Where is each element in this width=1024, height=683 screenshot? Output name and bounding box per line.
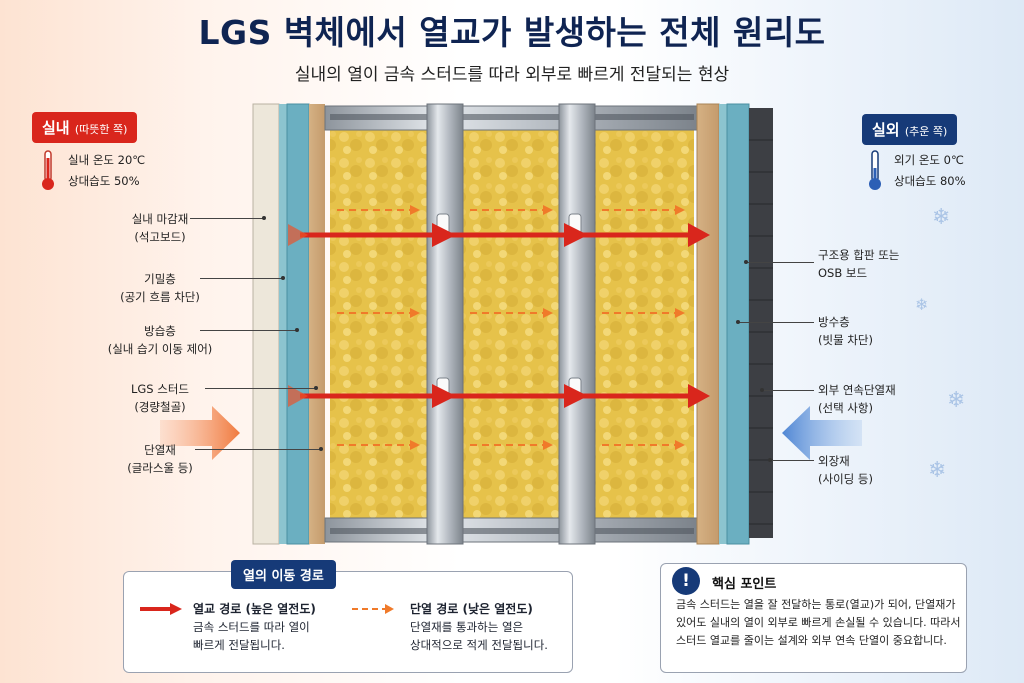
label-insulation: 단열재 (글라스울 등) xyxy=(60,441,260,477)
leader-line xyxy=(770,460,814,461)
insulation-path-legend-icon xyxy=(352,604,394,614)
label-osb-sheathing: 구조용 합판 또는 OSB 보드 xyxy=(818,246,928,282)
layer-label-text: 외장재 xyxy=(818,454,850,468)
layer-label-text: (빗물 차단) xyxy=(818,333,873,347)
label-lgs-stud: LGS 스터드 (경량철골) xyxy=(60,380,260,416)
leader-dot xyxy=(281,276,285,280)
leader-line xyxy=(762,390,814,391)
thermal-bridge-legend-icon xyxy=(140,603,182,615)
indoor-badge-label: 실내 xyxy=(42,119,70,137)
layer-label-text: (사이딩 등) xyxy=(818,472,873,486)
outdoor-badge-sub: (추운 쪽) xyxy=(904,125,948,138)
indoor-humidity: 상대습도 50% xyxy=(68,174,140,188)
snowflake-icon: ❄ xyxy=(915,295,929,314)
continuous-insulation-layer xyxy=(726,103,750,545)
layer-label-text: 실내 마감재 xyxy=(131,212,189,226)
legend-insulation-title: 단열 경로 (낮은 열전도) xyxy=(410,602,533,616)
leader-line xyxy=(200,278,282,279)
leader-line xyxy=(738,322,814,323)
leader-dot xyxy=(319,447,323,451)
legend-heading: 열의 이동 경로 xyxy=(231,560,336,589)
leader-line xyxy=(200,330,296,331)
leader-dot xyxy=(760,388,764,392)
legend-insulation-path: 단열 경로 (낮은 열전도) 단열재를 통과하는 열은 상대적으로 적게 전달됩… xyxy=(410,600,548,654)
key-point-text: 금속 스터드는 열을 잘 전달하는 통로(열교)가 되어, 단열재가 있어도 실… xyxy=(676,598,961,647)
air-barrier-layer xyxy=(279,104,287,544)
insulation-cavity xyxy=(330,130,430,518)
leader-line xyxy=(195,449,320,450)
outdoor-conditions: 외기 온도 0℃ 상대습도 80% xyxy=(894,150,966,192)
indoor-badge-sub: (따뜻한 쪽) xyxy=(74,123,128,136)
leader-dot xyxy=(744,260,748,264)
label-continuous-insulation: 외부 연속단열재 (선택 사항) xyxy=(818,381,928,417)
snowflake-icon: ❄ xyxy=(928,458,947,483)
indoor-badge: 실내 (따뜻한 쪽) xyxy=(32,112,138,143)
layer-label-text: 구조용 합판 또는 xyxy=(818,248,900,262)
label-weather-barrier: 방수층 (빗물 차단) xyxy=(818,313,928,349)
label-siding: 외장재 (사이딩 등) xyxy=(818,452,928,488)
leader-dot xyxy=(314,386,318,390)
key-point-title: 핵심 포인트 xyxy=(712,577,777,592)
outdoor-badge-label: 실외 xyxy=(872,121,900,139)
layer-label-text: (선택 사항) xyxy=(818,401,873,415)
snowflake-icon: ❄ xyxy=(932,205,951,230)
page-title: LGS 벽체에서 열교가 발생하는 전체 원리도 xyxy=(198,13,826,52)
steel-stud xyxy=(558,103,596,545)
layer-label-text: (공기 흐름 차단) xyxy=(120,290,200,304)
layer-label-text: (경량철골) xyxy=(134,400,186,414)
siding-layer xyxy=(749,108,773,538)
label-vapor-barrier: 방습층 (실내 습기 이동 제어) xyxy=(60,322,260,358)
leader-line xyxy=(190,218,263,219)
indoor-conditions: 실내 온도 20℃ 상대습도 50% xyxy=(68,150,145,192)
key-point-box xyxy=(660,563,967,673)
weather-barrier-layer xyxy=(719,104,727,544)
legend-thermal-bridge-title: 열교 경로 (높은 열전도) xyxy=(193,602,316,616)
legend-description: 빠르게 전달됩니다. xyxy=(193,638,285,652)
exclamation-icon: ! xyxy=(672,567,700,595)
thermometer-hot-icon xyxy=(42,150,54,190)
outdoor-cold-arrow xyxy=(782,406,862,460)
insulation-cavity xyxy=(462,130,562,518)
leader-dot xyxy=(262,216,266,220)
layer-label-text: 단열재 xyxy=(144,443,176,457)
legend-description: 상대적으로 적게 전달됩니다. xyxy=(410,638,548,652)
leader-line xyxy=(205,388,315,389)
leader-dot xyxy=(736,320,740,324)
insulation-cavity xyxy=(594,130,694,518)
snowflake-icon: ❄ xyxy=(947,388,966,413)
leader-dot xyxy=(768,458,772,462)
legend-thermal-bridge: 열교 경로 (높은 열전도) 금속 스터드를 따라 열이 빠르게 전달됩니다. xyxy=(193,600,316,654)
layer-label-text: 외부 연속단열재 xyxy=(818,383,896,397)
layer-label-text: (실내 습기 이동 제어) xyxy=(107,342,213,356)
thermometer-cold-icon xyxy=(869,150,881,190)
osb-sheathing-layer xyxy=(696,103,720,545)
layer-label-text: 방수층 xyxy=(818,315,850,329)
indoor-temp: 실내 온도 20℃ xyxy=(68,153,146,167)
legend-description: 단열재를 통과하는 열은 xyxy=(410,620,524,634)
leader-dot xyxy=(295,328,299,332)
heat-path-legend xyxy=(123,571,573,673)
outdoor-badge: 실외 (추운 쪽) xyxy=(862,114,958,145)
label-gypsum-board: 실내 마감재 (석고보드) xyxy=(60,210,260,246)
page-subtitle: 실내의 열이 금속 스터드를 따라 외부로 빠르게 전달되는 현상 xyxy=(294,65,730,85)
gypsum-board-layer xyxy=(252,103,280,545)
layer-label-text: 기밀층 xyxy=(144,272,176,286)
leader-line xyxy=(746,262,814,263)
layer-label-text: (글라스울 등) xyxy=(127,461,193,475)
label-air-barrier: 기밀층 (공기 흐름 차단) xyxy=(60,270,260,306)
outdoor-temp: 외기 온도 0℃ xyxy=(894,153,964,167)
layer-label-text: 방습층 xyxy=(144,324,176,338)
steel-stud xyxy=(426,103,464,545)
inner-track-edge xyxy=(309,104,325,544)
layer-label-text: (석고보드) xyxy=(134,230,186,244)
legend-description: 금속 스터드를 따라 열이 xyxy=(193,620,310,634)
vapor-barrier-layer xyxy=(286,103,310,545)
outdoor-humidity: 상대습도 80% xyxy=(894,174,966,188)
indoor-heat-arrow xyxy=(160,406,240,460)
layer-label-text: LGS 스터드 xyxy=(130,382,189,396)
layer-label-text: OSB 보드 xyxy=(818,266,868,280)
